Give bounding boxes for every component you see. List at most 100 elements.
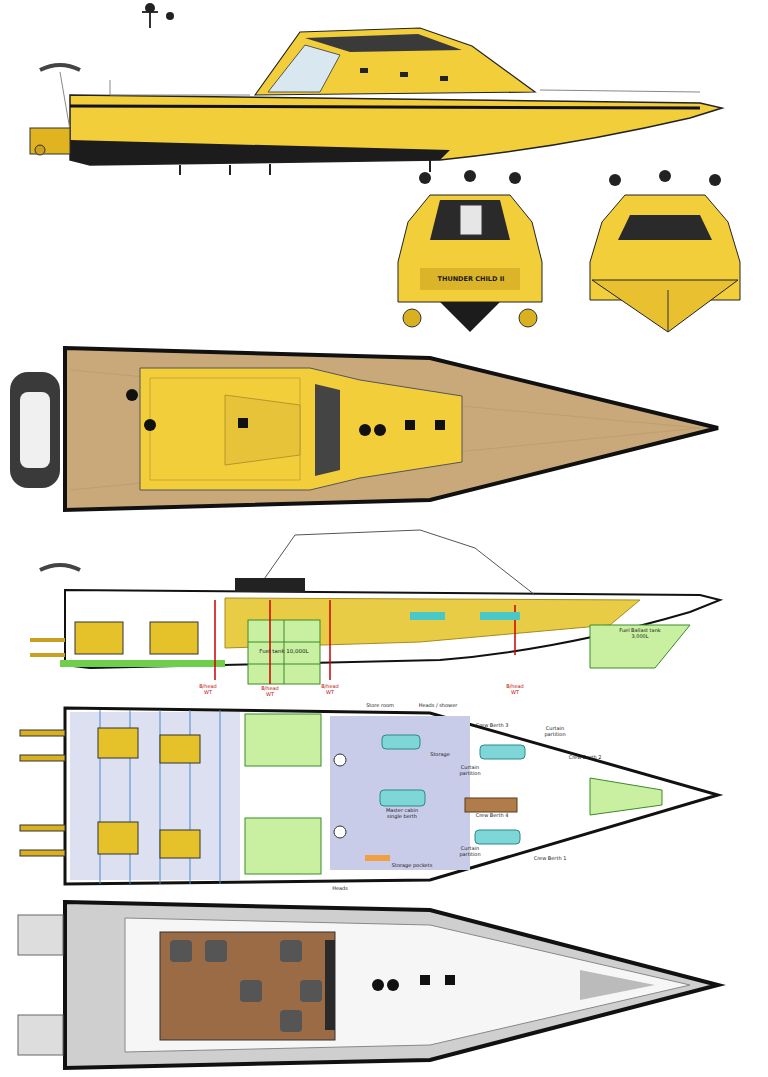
side-profile-shape [142,12,158,28]
section-profile-shape [40,565,80,570]
bow-view-shape [668,290,669,332]
upper-deck-plan-shape [325,940,335,1030]
part-label: Heads / shower [413,703,463,709]
stern-view-shape [420,268,520,290]
deck-plan-shape [126,389,445,436]
interior-plan-shape-shape [382,735,420,749]
section-profile-shape [235,578,305,592]
section-profile-shape [590,625,690,668]
part-label: Fuel Ballast tank 3,000L [618,628,662,640]
upper-deck-plan-shape-shape [420,975,430,985]
bow-view-shape [609,174,621,186]
part-label: B/head WT [258,686,282,698]
deck-plan-shape-shape [238,418,248,428]
deck-plan-shape [150,378,300,480]
part-label: Curtain partition [455,846,485,858]
interior-plan-shape-shape [475,830,520,844]
part-label: B/head WT [503,684,527,696]
upper-deck-plan-shape [170,940,322,1032]
part-label: Crew Berth 3 [472,723,512,729]
interior-plan-shape-shape [160,830,200,858]
bow-view-shape [659,170,671,182]
upper-deck-plan-shape [160,932,335,1040]
interior-plan-shape [590,778,662,815]
interior-plan-shape-shape [98,728,138,758]
side-profile-shape [40,65,80,70]
upper-deck-plan-shape-shape [300,980,322,1002]
upper-deck-plan-shape-shape [280,940,302,962]
side-profile-shape [400,72,408,77]
side-profile-shape [70,106,700,108]
stern-view-shape [398,195,542,302]
side-profile-shape [145,3,155,13]
interior-plan-shape [380,735,525,844]
side-profile [30,3,722,175]
section-profile-shape [248,620,320,684]
interior-plan-shape [365,855,390,861]
bow-view-shape [709,174,721,186]
stern-view-shape [430,200,510,240]
section-profile-shape [65,590,720,668]
interior-plan [20,708,718,884]
section-profile [30,530,720,684]
interior-plan-shape [245,714,321,766]
bow-view-shape [618,215,712,240]
upper-deck-plan-shape-shape [205,940,227,962]
upper-deck-plan-shape-shape [387,979,399,991]
deck-plan-shape [10,372,60,488]
bow-view [590,170,740,332]
interior-plan-shape-shape [20,755,65,761]
section-profile-shape [248,620,320,684]
section-profile-shape [410,612,445,620]
deck-plan-shape [315,384,340,476]
upper-deck-plan-shape-shape [445,975,455,985]
upper-deck-plan-shape-shape [280,1010,302,1032]
side-profile-shape [255,28,535,95]
stern-view-shape-shape [519,309,537,327]
side-profile-shape [70,140,450,165]
side-profile-shape [305,34,462,52]
upper-deck-plan-shape [125,918,690,1052]
stern-view-shape [419,172,431,184]
deck-plan-shape [140,368,462,490]
interior-plan-shape [70,712,240,880]
interior-plan-shape-shape [20,825,65,831]
deck-plan-shape-shape [405,420,415,430]
side-profile-shape [180,160,430,175]
part-label: Store room [360,703,400,709]
side-profile-shape [268,45,340,92]
interior-plan-shape [334,826,346,838]
bow-view-shape [592,280,738,332]
interior-plan-shape-shape [20,730,65,736]
stern-view-shape [460,205,482,235]
deck-plan-shape-shape [126,389,138,401]
upper-deck-plan-shape [18,1015,63,1055]
stern-view-shape [509,172,521,184]
part-label: Heads [325,886,355,892]
upper-deck-plan-shape-shape [372,979,384,991]
deck-plan-shape [65,348,718,510]
side-profile-shape [35,145,45,155]
side-profile-shape [440,76,448,81]
side-profile-shape [60,72,700,130]
interior-plan-shape-shape [380,790,425,806]
upper-deck-plan-shape-shape [170,940,192,962]
part-label: Fuel tank 10,000L [254,648,314,654]
interior-plan-shape [98,728,200,858]
deck-plan-shape-shape [374,424,386,436]
section-profile-shape [60,660,225,667]
interior-plan-shape-shape [160,735,200,763]
section-profile-shape [480,612,520,620]
interior-plan-shape-shape [20,850,65,856]
stern-view-shape [440,302,500,332]
deck-plan-shape [20,392,50,468]
upper-deck-plan-shape [18,915,63,955]
upper-deck-plan-shape-shape [240,980,262,1002]
part-label: Crew Berth 2 [565,755,605,761]
interior-plan-shape [334,754,346,766]
side-profile-shape [360,68,368,73]
part-label: THUNDER CHILD II [431,276,511,283]
interior-plan-shape-shape [98,822,138,854]
deck-plan-shape-shape [359,424,371,436]
part-label: Crew Berth 4 [472,813,512,819]
